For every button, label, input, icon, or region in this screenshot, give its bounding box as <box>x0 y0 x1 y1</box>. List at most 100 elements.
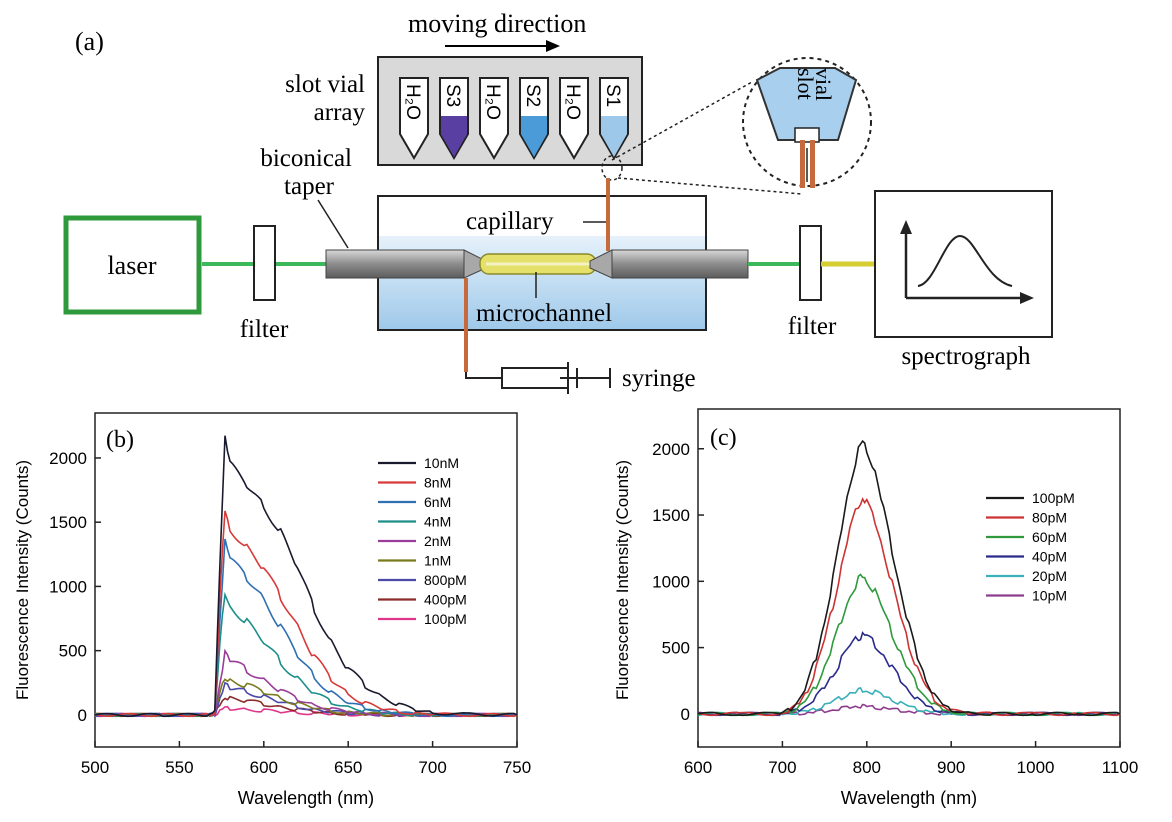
legend-label: 100pM <box>1032 490 1075 506</box>
inset-vial-body <box>755 67 858 141</box>
moving-direction-label: moving direction <box>408 9 586 38</box>
vial-body <box>479 77 509 160</box>
fiber-left <box>325 249 465 279</box>
syringe-label: syringe <box>622 365 696 392</box>
microchannel-label: microchannel <box>476 300 612 327</box>
vial-body <box>559 77 589 160</box>
zoom-line-upper <box>611 81 753 161</box>
legend-label: 2nM <box>424 533 451 549</box>
y-tick-label: 500 <box>662 639 690 658</box>
legend-label: 100pM <box>424 611 467 627</box>
capillary-label: capillary <box>466 208 554 235</box>
inset-text-vial: vial <box>811 68 836 101</box>
legend-label: 80pM <box>1032 510 1067 526</box>
x-tick-label: 550 <box>165 758 193 777</box>
chart-b-y-axis-title: Fluorescence Intensity (Counts) <box>13 460 32 700</box>
x-tick-label: 700 <box>418 758 446 777</box>
spectrograph-box <box>874 190 1053 338</box>
biconical-taper-leader <box>317 199 349 249</box>
slot-vial-array-label-line2: array <box>314 99 366 126</box>
y-tick-label: 1500 <box>49 513 87 532</box>
chart-c-label: (c) <box>710 425 737 451</box>
legend-label: 10nM <box>424 455 459 471</box>
legend-label: 8nM <box>424 475 451 491</box>
y-tick-label: 1500 <box>652 506 690 525</box>
filter-left <box>253 225 276 301</box>
x-tick-label: 600 <box>250 758 278 777</box>
series-line-8nM <box>94 510 518 718</box>
vial-liquid <box>521 116 547 157</box>
legend-label: 1nM <box>424 553 451 569</box>
vial-5: H₂O <box>559 77 589 160</box>
laser-box <box>63 215 202 315</box>
moving-direction-arrow-icon <box>546 40 560 52</box>
filter-right <box>799 225 822 301</box>
fiber-right <box>611 249 749 279</box>
y-tick-label: 0 <box>681 705 690 724</box>
panel-a-label: (a) <box>75 27 104 56</box>
legend-label: 60pM <box>1032 529 1067 545</box>
vial-body <box>399 77 429 160</box>
y-tick-label: 2000 <box>652 440 690 459</box>
series-line-100pM <box>697 439 1121 717</box>
biconical-taper-label-line2: taper <box>284 173 335 200</box>
legend-label: 400pM <box>424 592 467 608</box>
legend-label: 6nM <box>424 494 451 510</box>
vial-1: H₂O <box>399 77 429 160</box>
vial-label: S1 <box>602 84 623 107</box>
x-tick-label: 500 <box>81 758 109 777</box>
chart-b-frame <box>94 412 518 748</box>
syringe-tube <box>465 372 502 379</box>
chart-c: 600 700 800 900 1000 1100 0 500 1000 1500 2000 (c)… <box>613 408 1139 808</box>
x-tick-label: 600 <box>684 758 712 777</box>
x-tick-label: 800 <box>853 758 881 777</box>
inset-capillary-right <box>810 140 815 188</box>
vial-group: H₂O S3 H₂O S2 H₂O S1 <box>399 77 629 160</box>
spectrograph-y-arrow-icon <box>900 220 912 234</box>
inset-slot <box>794 127 820 143</box>
vial-label: H₂O <box>482 84 503 120</box>
vial-label: H₂O <box>562 84 583 120</box>
setup-diagram: (a) moving direction slot vial array H₂O… <box>63 9 1053 394</box>
biconical-taper-label-line1: biconical <box>260 145 352 172</box>
x-tick-label: 1100 <box>1102 758 1139 777</box>
chart-b-label: (b) <box>106 427 134 453</box>
vial-label: H₂O <box>402 84 423 120</box>
y-tick-label: 500 <box>59 642 87 661</box>
series-line-10nM <box>94 435 518 718</box>
inset-text-slot: slot <box>793 68 818 100</box>
spectrograph-x-arrow-icon <box>1020 292 1034 304</box>
filter-left-label: filter <box>240 316 289 343</box>
y-tick-label: 2000 <box>49 449 87 468</box>
legend-label: 20pM <box>1032 568 1067 584</box>
inset-capillary-left <box>800 140 805 188</box>
vial-2: S3 <box>439 77 469 160</box>
x-tick-label: 650 <box>334 758 362 777</box>
x-tick-label: 900 <box>937 758 965 777</box>
vial-label: S2 <box>522 84 543 107</box>
x-tick-label: 700 <box>768 758 796 777</box>
legend-label: 10pM <box>1032 588 1067 604</box>
chart-b-legend: 10nM 8nM 6nM 4nM 2nM 1nM 800pM 400pM 100pM <box>378 455 467 627</box>
vial-liquid <box>441 116 467 157</box>
x-tick-label: 750 <box>503 758 531 777</box>
zoom-line-lower <box>617 177 803 195</box>
chart-c-y-axis-title: Fluorescence Intensity (Counts) <box>613 460 632 700</box>
chart-c-x-axis-title: Wavelength (nm) <box>841 788 977 808</box>
y-tick-label: 1000 <box>652 572 690 591</box>
legend-label: 800pM <box>424 572 467 588</box>
y-tick-label: 1000 <box>49 577 87 596</box>
vial-4: S2 <box>519 77 549 160</box>
zoom-source-circle <box>601 155 623 181</box>
filter-right-label: filter <box>788 313 837 340</box>
vial-liquid <box>601 116 627 157</box>
vial-label: S3 <box>442 84 463 107</box>
legend-label: 40pM <box>1032 549 1067 565</box>
slot-vial-array-label-line1: slot vial <box>285 71 365 98</box>
x-tick-label: 1000 <box>1017 758 1055 777</box>
chart-b-x-axis-title: Wavelength (nm) <box>238 788 374 808</box>
legend-label: 4nM <box>424 514 451 530</box>
spectrograph-peak-curve <box>917 234 1013 287</box>
